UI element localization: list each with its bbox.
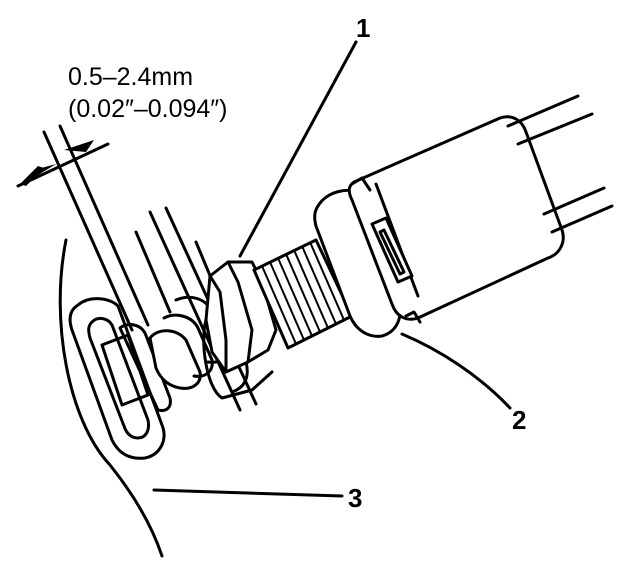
bracket-plate [68, 297, 166, 460]
bracket-slot [100, 333, 150, 407]
lock-nut-face [226, 260, 254, 364]
panel-line-1 [42, 130, 134, 332]
dimension-metric: 0.5–2.4mm [68, 63, 194, 91]
panel-line-4 [148, 210, 242, 412]
bracket-edge [58, 238, 164, 558]
lock-nut-face-2 [208, 274, 228, 374]
callout-2: 2 [512, 405, 527, 435]
leader-1 [238, 40, 358, 258]
leader-3 [152, 488, 344, 498]
plunger-tip [148, 329, 202, 390]
switch-latch-window [378, 228, 406, 276]
dimension-arrow-left-head [30, 164, 56, 180]
panel-line-2 [58, 124, 150, 327]
lock-nut [204, 260, 278, 374]
bracket-plate-inner [87, 316, 150, 440]
leader-2 [400, 332, 512, 410]
panel-line-3 [134, 230, 172, 314]
lock-nut-base [202, 318, 274, 400]
dimension-arrow-right-head [64, 140, 94, 152]
callout-1: 1 [356, 13, 371, 43]
stem-threads [261, 241, 345, 345]
switch-tab-bottom [404, 310, 422, 324]
dimension-imperial: (0.02″–0.094″) [68, 95, 228, 123]
wires [506, 94, 614, 234]
switch-tab-top [350, 176, 372, 192]
callout-3: 3 [348, 483, 363, 513]
